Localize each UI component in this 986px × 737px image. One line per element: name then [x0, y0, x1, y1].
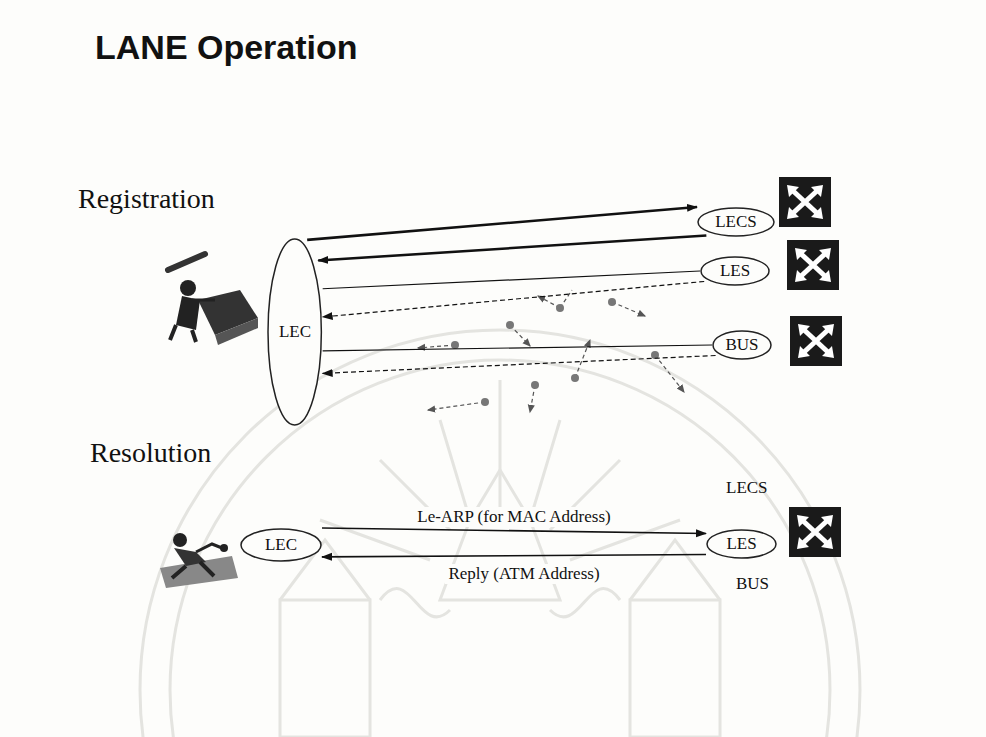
person-running: [160, 533, 238, 588]
multicast-branches: [418, 290, 684, 412]
lane-ellipse: LES: [700, 256, 770, 286]
lane-ellipse: LECS: [697, 207, 775, 237]
atm-switch-icon: [779, 177, 842, 557]
lane-ellipse: LES: [706, 529, 777, 559]
node-label: LEC: [279, 322, 311, 342]
connector-arrow: [323, 282, 705, 317]
connector-arrow: [307, 207, 697, 240]
lane-ellipse: BUS: [712, 330, 772, 360]
node-label: LES: [726, 534, 756, 554]
edge-label: Reply (ATM Address): [445, 564, 602, 584]
node-label: BUS: [725, 335, 758, 355]
phase-heading: Resolution: [90, 437, 211, 469]
edge-label: Le-ARP (for MAC Address): [414, 507, 613, 527]
lane-ellipse: LEC: [267, 238, 322, 426]
server-label: BUS: [736, 574, 769, 594]
connector-arrow: [323, 356, 716, 374]
connector-arrow: [322, 555, 706, 557]
phase-heading: Registration: [78, 183, 215, 215]
server-label: LECS: [726, 478, 768, 498]
connector-arrow: [318, 236, 706, 261]
junction-dots: [451, 298, 659, 406]
person-at-desk: [168, 254, 258, 345]
connector-arrow: [323, 345, 712, 351]
lane-ellipse: LEC: [240, 528, 322, 562]
node-label: LES: [720, 261, 750, 281]
node-label: LECS: [715, 212, 757, 232]
connector-arrow: [323, 271, 700, 289]
connector-arrow: [322, 528, 706, 534]
slide-title: LANE Operation: [95, 28, 358, 67]
node-label: LEC: [265, 535, 297, 555]
